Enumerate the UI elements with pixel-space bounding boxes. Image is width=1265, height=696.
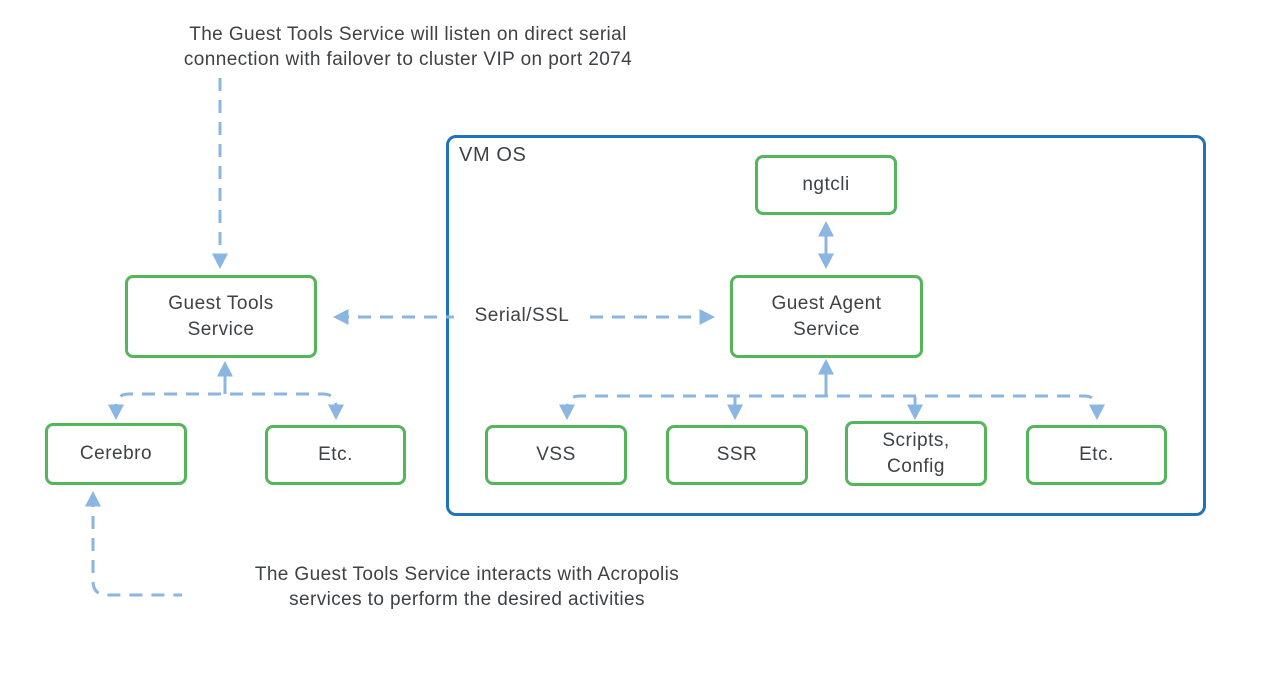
- node-vss: VSS: [485, 425, 627, 485]
- node-ngtcli: ngtcli: [755, 155, 897, 215]
- node-etc-left: Etc.: [265, 425, 406, 485]
- top-note: The Guest Tools Service will listen on d…: [183, 24, 633, 70]
- node-ssr: SSR: [666, 425, 808, 485]
- node-scripts-config: Scripts, Config: [845, 421, 987, 486]
- node-guest-tools-service: Guest Tools Service: [125, 275, 317, 358]
- bottom-note: The Guest Tools Service interacts with A…: [254, 564, 680, 610]
- node-cerebro: Cerebro: [45, 423, 187, 485]
- vm-os-label: VM OS: [459, 144, 527, 166]
- dashed-branch-left-icon: [108, 392, 344, 420]
- node-guest-agent-service: Guest Agent Service: [730, 275, 923, 358]
- node-etc-right: Etc.: [1026, 425, 1167, 485]
- serial-ssl-label: Serial/SSL: [458, 305, 586, 327]
- vm-os-container: VM OS: [446, 135, 1206, 516]
